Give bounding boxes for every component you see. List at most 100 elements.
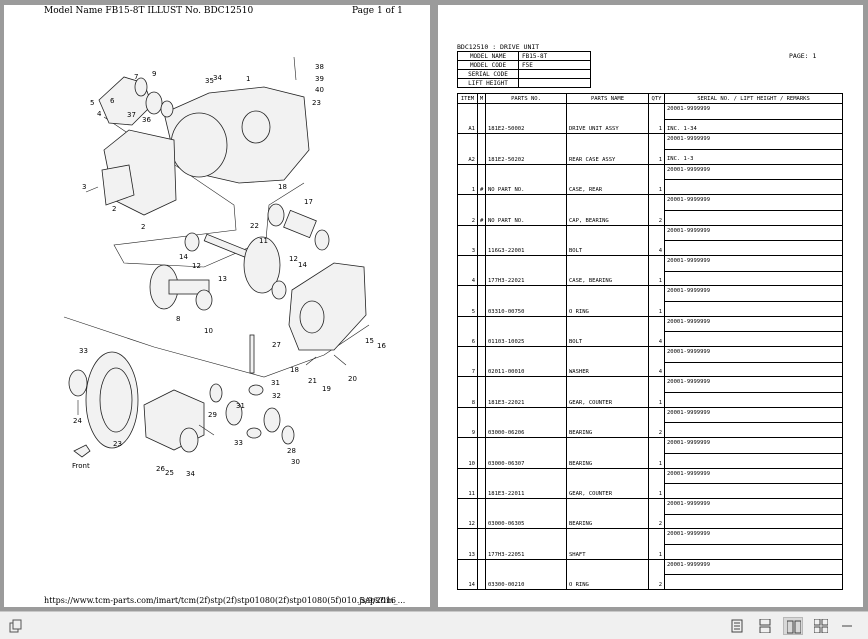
- qty-cell: 1: [648, 528, 665, 560]
- part-name-cell: WASHER: [566, 345, 649, 378]
- part-number-cell: 02011-00010: [485, 345, 567, 378]
- continuous-view-icon[interactable]: [755, 617, 775, 635]
- callout-number: 18: [278, 183, 287, 191]
- parts-list-page-label: PAGE: 1: [789, 52, 817, 60]
- serial-range: 20001-9999999: [667, 500, 711, 507]
- remarks-cell: 20001-9999999: [664, 163, 843, 196]
- model-info-label: MODEL NAME: [457, 51, 519, 61]
- remarks-cell: 20001-9999999: [664, 285, 843, 317]
- part-name-cell: GEAR, COUNTER: [566, 467, 649, 499]
- callout-number: 27: [272, 341, 281, 349]
- front-arrow-icon: [73, 444, 91, 458]
- qty-cell: 2: [648, 194, 665, 226]
- part-number-cell: 181E3-22021: [485, 376, 567, 408]
- callout-number: 25: [165, 469, 174, 477]
- washer: [281, 425, 295, 445]
- callout-number: 15: [365, 337, 374, 345]
- remark-text: [665, 543, 842, 558]
- remark-text: [665, 422, 842, 436]
- bearing: [160, 100, 174, 118]
- qty-cell: 1: [648, 285, 665, 317]
- serial-range: 20001-9999999: [667, 257, 711, 264]
- serial-range: 20001-9999999: [667, 197, 711, 204]
- mark-cell: [477, 224, 486, 256]
- parts-list-title: BDC12510 : DRIVE UNIT: [457, 43, 540, 51]
- remark-text: [665, 483, 842, 497]
- callout-number: 23: [312, 99, 321, 107]
- part-number-cell: 03300-00210: [485, 558, 567, 591]
- callout-number: 33: [79, 347, 88, 355]
- bolt: [305, 356, 317, 366]
- column-header: SERIAL NO. / LIFT HEIGHT / REMARKS: [664, 93, 843, 104]
- part-name-cell: BEARING: [566, 406, 649, 439]
- model-info-label: SERIAL CODE: [457, 69, 519, 79]
- remarks-cell: 20001-9999999: [664, 254, 843, 287]
- callout-number: 3: [82, 183, 86, 191]
- callout-number: 11: [259, 237, 268, 245]
- callout-number: 21: [308, 377, 317, 385]
- footer-url[interactable]: https://www.tcm-parts.com/imart/tcm(2f)s…: [44, 596, 406, 605]
- bolt: [333, 354, 347, 366]
- bearing: [179, 427, 199, 453]
- callout-number: 30: [291, 458, 300, 466]
- part-number-cell: 181E2-50202: [485, 133, 567, 165]
- bearing: [145, 91, 163, 115]
- part-number-cell: 181E3-22011: [485, 467, 567, 499]
- model-info-label: MODEL CODE: [457, 60, 519, 70]
- callout-number: 39: [315, 75, 324, 83]
- callout-number: 10: [204, 327, 213, 335]
- two-page-continuous-icon[interactable]: [811, 617, 831, 635]
- part-number-cell: 03000-06305: [485, 497, 567, 530]
- mark-cell: [477, 254, 486, 287]
- mark-cell: [477, 345, 486, 378]
- pinion-shaft: [249, 334, 255, 374]
- model-info-value: F5E: [518, 60, 591, 70]
- zoom-out-icon[interactable]: [837, 617, 857, 635]
- bearing: [314, 229, 330, 251]
- callout-number: 4: [97, 110, 102, 118]
- part-number-cell: 181E2-50002: [485, 102, 567, 135]
- single-page-view-icon[interactable]: [727, 617, 747, 635]
- mark-cell: [477, 285, 486, 317]
- callout-number: 23: [113, 440, 122, 448]
- pinion-gear: [246, 427, 262, 439]
- serial-range: 20001-9999999: [667, 561, 711, 568]
- callout-number: 31: [236, 402, 245, 410]
- viewer-toolbar: [0, 611, 868, 639]
- remarks-cell: 20001-9999999: [664, 467, 843, 499]
- part-name-cell: SHAFT: [566, 528, 649, 560]
- cap-bearing: [101, 164, 135, 206]
- remark-text: [665, 300, 842, 315]
- serial-range: 20001-9999999: [667, 440, 711, 447]
- mark-cell: [477, 437, 486, 469]
- mark-cell: #: [477, 163, 486, 196]
- callout-number: 37: [127, 111, 136, 119]
- two-page-view-icon[interactable]: [783, 617, 803, 635]
- qty-cell: 2: [648, 558, 665, 591]
- parts-table: ITEM M PARTS NO. PARTS NAME QTY SERIAL N…: [457, 93, 843, 591]
- qty-cell: 4: [648, 345, 665, 378]
- copy-pages-icon[interactable]: [6, 617, 26, 635]
- front-label: Front: [72, 462, 90, 470]
- part-name-cell: CASE, BEARING: [566, 254, 649, 287]
